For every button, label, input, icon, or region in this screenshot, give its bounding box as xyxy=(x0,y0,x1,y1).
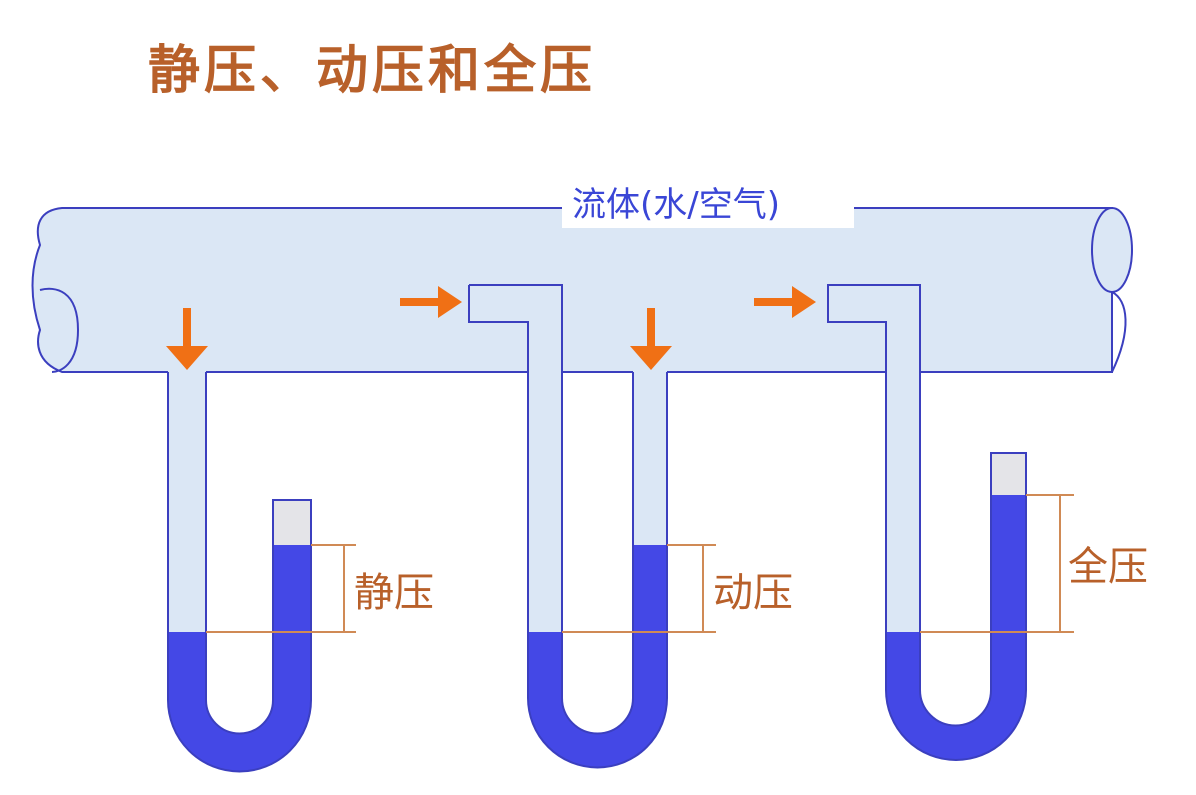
fluid-pipe xyxy=(31,207,1133,373)
dimension-total xyxy=(920,494,1074,633)
arrow-right-pitot-1 xyxy=(400,286,462,318)
total-pressure-label: 全压 xyxy=(1068,544,1148,590)
dynamic-pressure-label: 动压 xyxy=(713,570,793,616)
manometer-static xyxy=(167,371,312,773)
static-pressure-label: 静压 xyxy=(354,570,434,616)
arrow-down-static xyxy=(166,308,208,370)
pipe-label: 流体(水/空气) xyxy=(572,185,780,225)
dimension-dynamic xyxy=(562,544,716,633)
pipe-label-background xyxy=(562,178,854,228)
dimension-static xyxy=(206,544,356,633)
arrow-down-dynamic xyxy=(630,308,672,370)
arrow-right-pitot-2 xyxy=(754,286,816,318)
diagram-title: 静压、动压和全压 xyxy=(148,41,596,101)
